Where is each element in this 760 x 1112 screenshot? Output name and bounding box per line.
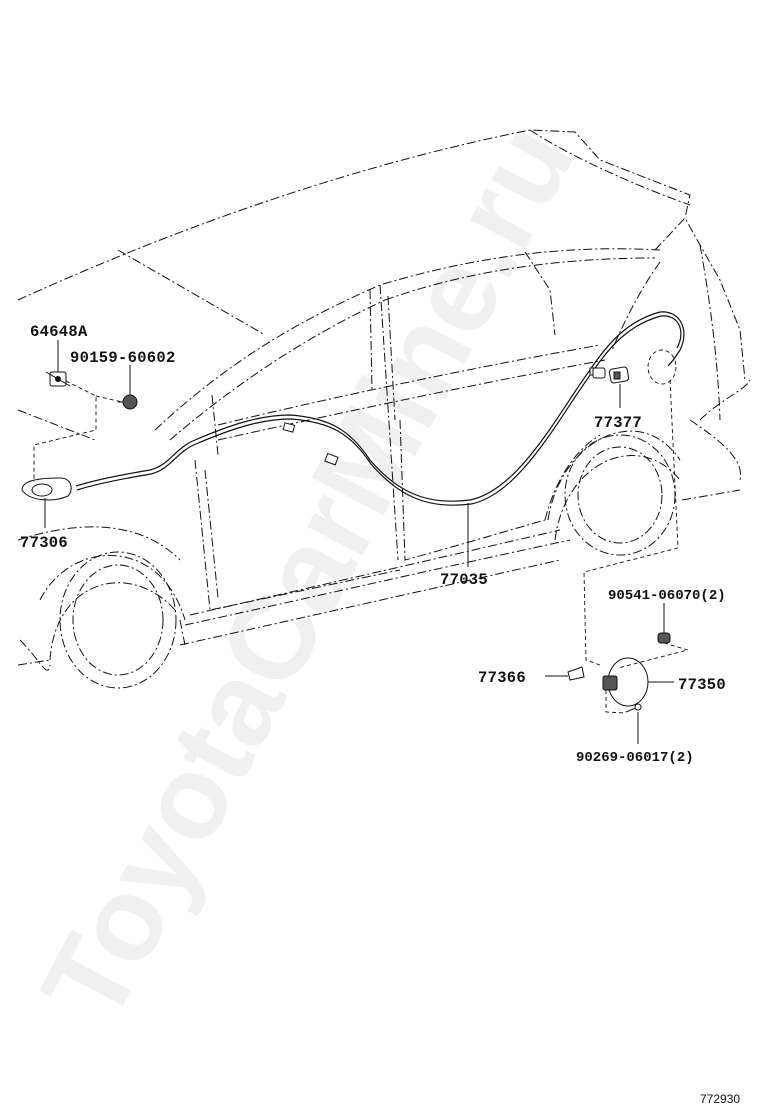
clip-64648A bbox=[45, 371, 71, 387]
fuel-lid-77350 bbox=[602, 657, 649, 707]
fuel-lid-lock-77377 bbox=[592, 366, 630, 384]
watermark: ToyotaCarMine.ru bbox=[16, 102, 599, 1042]
release-handle-77306 bbox=[21, 477, 72, 501]
label-77366: 77366 bbox=[478, 669, 526, 687]
screw-90159-60602 bbox=[118, 394, 138, 410]
label-77350: 77350 bbox=[678, 676, 726, 694]
assembly-lines bbox=[33, 379, 690, 714]
label-64648A: 64648A bbox=[30, 323, 88, 341]
leader-lines bbox=[44, 340, 674, 744]
label-77035: 77035 bbox=[440, 571, 488, 589]
nut-90541-06070 bbox=[657, 632, 671, 644]
label-77377: 77377 bbox=[594, 414, 642, 432]
label-90541-06070: 90541-06070(2) bbox=[608, 588, 726, 604]
car-body-outline bbox=[17, 129, 751, 689]
rivet-90269-06017 bbox=[625, 703, 642, 713]
spring-77366 bbox=[567, 666, 585, 681]
fuel-lid-release-cable bbox=[75, 311, 685, 506]
figure-number: 772930 bbox=[700, 1092, 740, 1106]
label-90159-60602: 90159-60602 bbox=[70, 349, 176, 367]
label-90269-06017: 90269-06017(2) bbox=[576, 750, 694, 766]
label-77306: 77306 bbox=[20, 534, 68, 552]
